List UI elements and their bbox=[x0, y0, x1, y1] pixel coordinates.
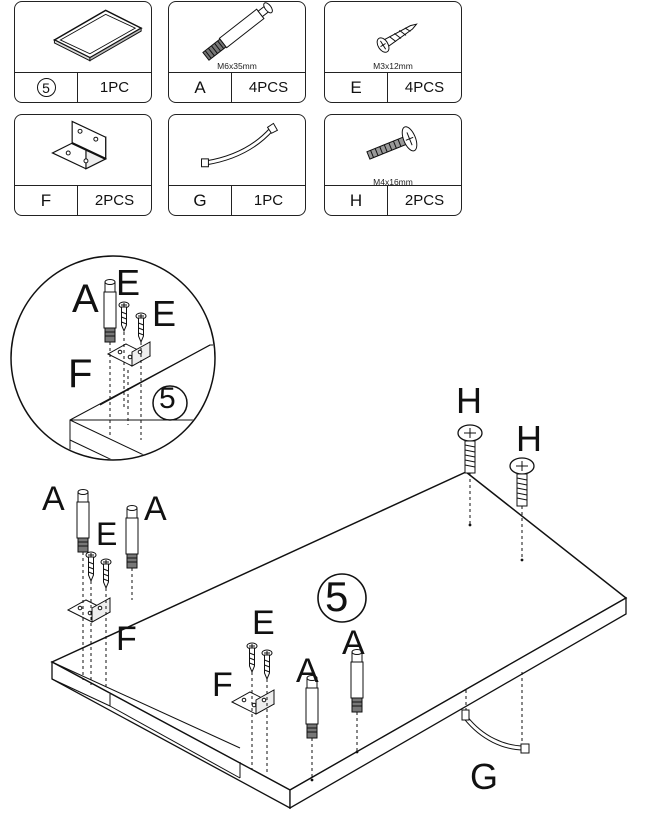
label-g: G bbox=[470, 756, 499, 797]
guide-lines bbox=[82, 473, 523, 780]
label-a-2: A bbox=[144, 490, 167, 528]
part-card-e: M3x12mm E 4PCS bbox=[324, 1, 462, 103]
part-qty: 2PCS bbox=[404, 192, 445, 209]
detail-label-a: A bbox=[72, 277, 99, 321]
part-id: G bbox=[169, 186, 232, 215]
label-a-3: A bbox=[296, 652, 319, 690]
hinge-right bbox=[231, 689, 275, 715]
machine-screw-icon bbox=[366, 126, 418, 160]
label-f-2: F bbox=[212, 666, 233, 704]
cam-bolt-icon bbox=[202, 2, 273, 61]
part-id: E bbox=[325, 73, 388, 102]
detail-view bbox=[10, 255, 216, 461]
handle-g bbox=[461, 709, 530, 754]
part-qty: 4PCS bbox=[248, 79, 289, 96]
part-qty: 1PC bbox=[253, 192, 284, 209]
part-card-g: G 1PC bbox=[168, 114, 306, 216]
handle-icon bbox=[201, 122, 279, 168]
part-spec: M4x16mm bbox=[373, 177, 413, 187]
hinge-icon bbox=[51, 120, 108, 170]
label-e-2: E bbox=[252, 604, 275, 642]
detail-step-number: 5 bbox=[159, 382, 176, 415]
part-card-a: M6x35mm A 4PCS bbox=[168, 1, 306, 103]
label-e-1: E bbox=[96, 516, 118, 552]
panel-icon bbox=[52, 9, 143, 62]
part-qty: 4PCS bbox=[404, 79, 445, 96]
part-id: F bbox=[15, 186, 78, 215]
part-spec: M6x35mm bbox=[217, 61, 257, 71]
panel-board bbox=[50, 471, 628, 810]
part-id: A bbox=[169, 73, 232, 102]
part-card-f: F 2PCS bbox=[14, 114, 152, 216]
part-spec: M3x12mm bbox=[373, 61, 413, 71]
label-f-1: F bbox=[116, 620, 137, 658]
label-a-4: A bbox=[342, 624, 365, 662]
label-h-2: H bbox=[516, 418, 542, 459]
part-qty: 1PC bbox=[99, 79, 130, 96]
part-id: 5 bbox=[36, 78, 56, 97]
hinge-left bbox=[67, 597, 111, 623]
part-id: H bbox=[325, 186, 388, 215]
label-h-1: H bbox=[456, 380, 482, 421]
detail-label-e2: E bbox=[152, 293, 177, 334]
wood-screw-icon bbox=[376, 23, 418, 53]
part-qty: 2PCS bbox=[94, 192, 135, 209]
part-card-5: 5 1PC bbox=[14, 1, 152, 103]
part-card-h: M4x16mm H 2PCS bbox=[324, 114, 462, 216]
label-a-1: A bbox=[42, 480, 65, 518]
detail-label-e1: E bbox=[116, 262, 141, 303]
main-step-number: 5 bbox=[325, 573, 349, 620]
detail-label-f: F bbox=[68, 352, 93, 396]
